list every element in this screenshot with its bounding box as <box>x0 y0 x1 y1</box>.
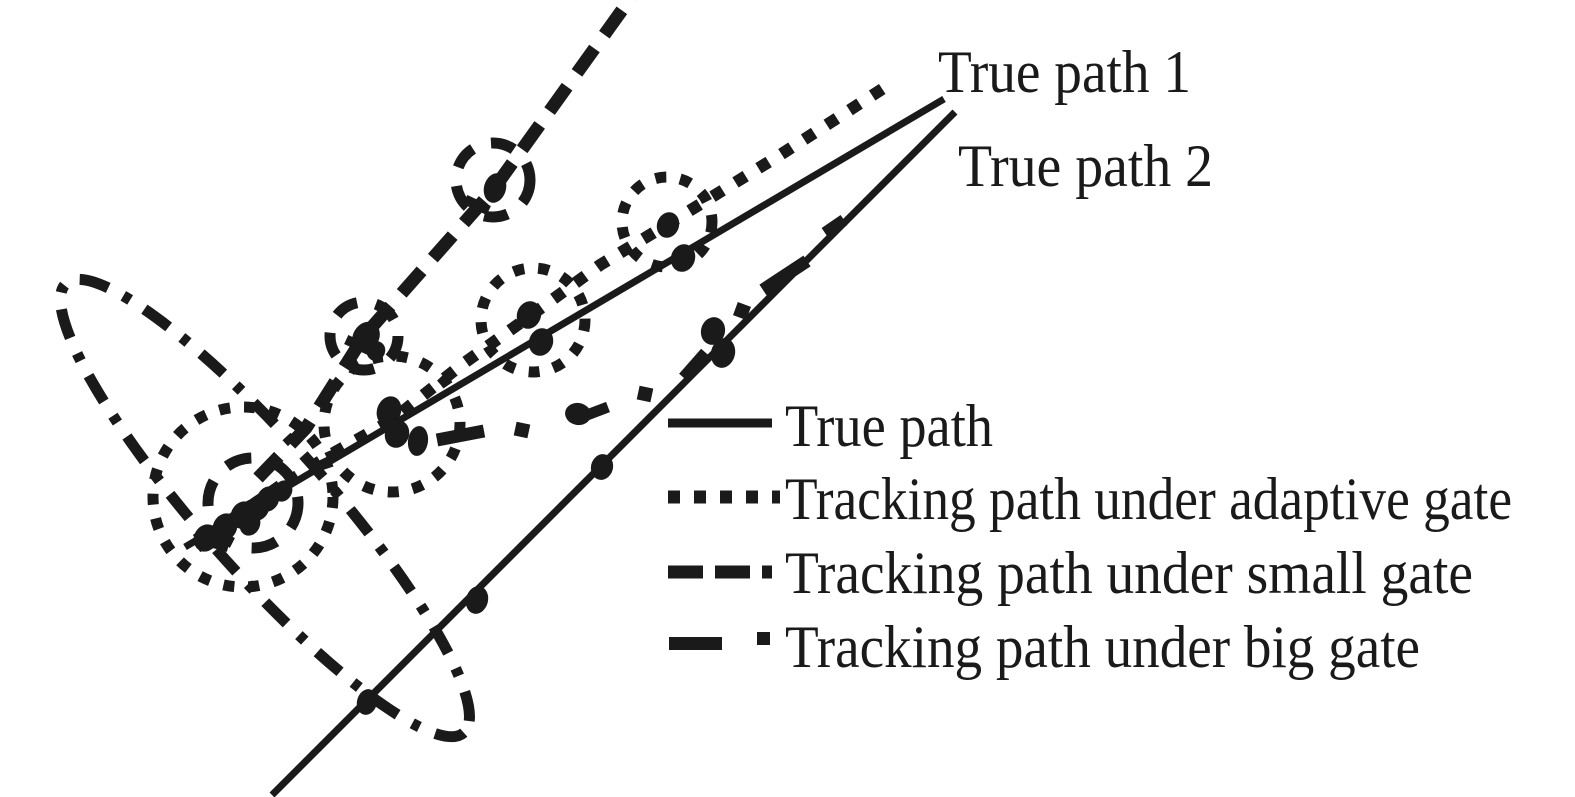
measurement-dot <box>670 244 696 272</box>
adaptive-gate-circles <box>147 171 718 593</box>
legend: True path Tracking path under adaptive g… <box>668 393 1512 680</box>
legend-dash-dot-sample <box>669 632 770 650</box>
true-path-1-label: True path 1 <box>938 39 1191 105</box>
small-gate-circles <box>202 137 536 554</box>
adaptive-gate-circle <box>475 262 591 378</box>
tracking-path-adaptive-gate <box>192 78 894 546</box>
measurement-dot <box>700 317 726 345</box>
measurement-dot <box>407 426 429 456</box>
measurement-dot <box>565 402 591 426</box>
true-path-1-line <box>183 95 946 551</box>
track-start-cluster <box>191 480 293 553</box>
measurement-dot <box>710 338 736 368</box>
measurement-dot <box>384 420 410 448</box>
legend-label-true-path: True path <box>785 393 993 459</box>
adaptive-gate-circle <box>616 171 718 273</box>
small-gate-circle <box>324 296 404 376</box>
measurement-dot <box>356 689 378 715</box>
measurement-dot <box>528 328 554 356</box>
measurement-dot <box>590 454 614 480</box>
true-path-2-label: True path 2 <box>958 133 1213 199</box>
measurement-dot <box>516 301 542 329</box>
measurement-dot <box>656 212 680 238</box>
legend-label-big-gate: Tracking path under big gate <box>785 614 1420 680</box>
measurement-dot <box>376 396 402 426</box>
small-gate-circle <box>202 452 304 554</box>
legend-label-adaptive-gate: Tracking path under adaptive gate <box>785 466 1512 532</box>
adaptive-gate-circle <box>318 350 466 498</box>
measurement-dot <box>465 586 489 614</box>
legend-label-small-gate: Tracking path under small gate <box>785 540 1473 606</box>
adaptive-gate-circle <box>147 401 339 593</box>
small-gate-circle <box>450 137 536 223</box>
measurement-dot <box>483 173 507 203</box>
tracking-path-big-gate <box>435 215 848 447</box>
measurement-dots <box>344 173 736 715</box>
